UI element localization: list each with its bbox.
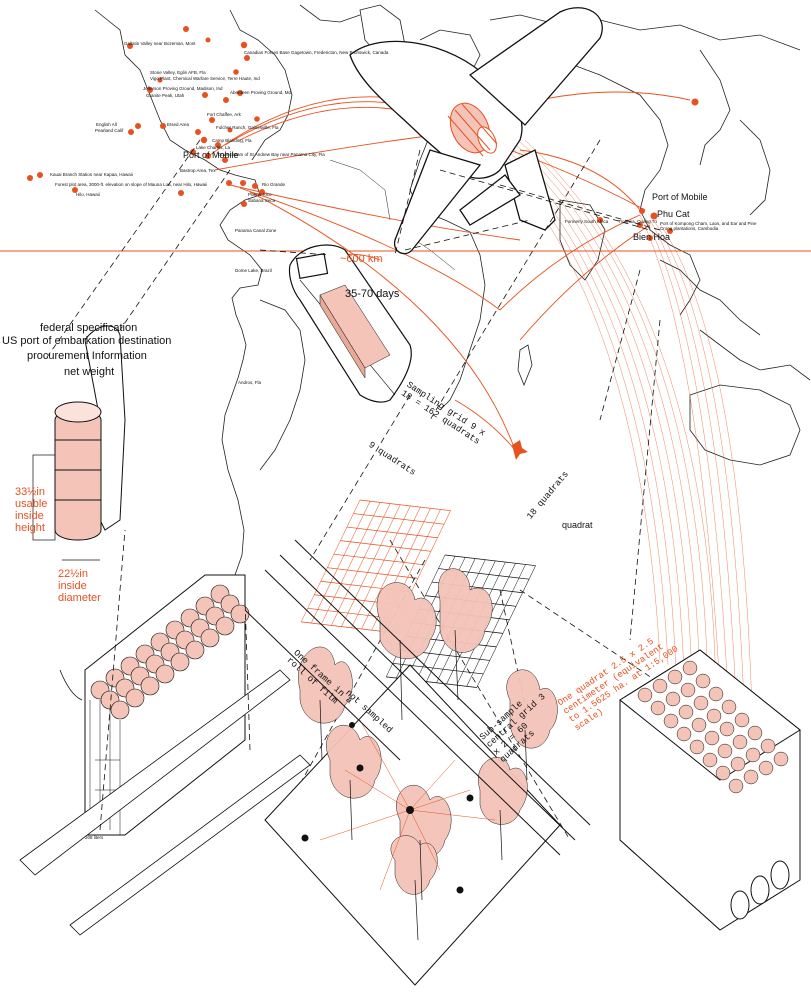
barrel-diameter: 22½in inside diameter [58,568,101,604]
label-andros: Andros, Fla [238,380,262,385]
label-blanding: Camp Blanding, Fla [212,138,252,143]
airplane [349,7,603,255]
label-bien-hoa: Bien Hoa [633,232,671,242]
grid-line [310,501,371,624]
label-port-mobile-left: Port of Mobile [183,150,239,160]
label-fulcher: Fulcher Ranch, Gainesville, Fla [216,125,279,130]
label-vigo: Vigo Plant, Chemical Warfare Service, Te… [150,76,260,81]
grid-line [333,553,425,566]
label-stone-valley: Stone Valley, Eglin AFB, Fla [150,70,206,75]
pallet-note: 208 liters [85,835,104,840]
label-hawaii-3: Hilo, Hawaii [76,192,100,197]
ship-containers [319,284,391,379]
grid-line [341,504,401,627]
barrel-note-3: procurement Information [27,350,147,362]
label-ship-duration: 35-70 days [345,288,400,300]
label-granite: Granite Peak, Utah [146,93,185,98]
grid-line [361,507,421,629]
grid-quadrat: quadrat [562,520,593,530]
label-ship-distance: ~600 km [340,253,383,265]
label-west-3: EIsed Area [167,122,190,127]
airplane-engine [447,102,498,157]
label-sabana: Sabana Seca [248,198,276,203]
label-lake-charles: Lake Charles, La [196,145,231,150]
grid-line [444,554,536,566]
label-gallatin: Gallatin Valley near Bozeman, Mont [124,41,196,46]
dashed-leaders [44,139,661,841]
sampling-grid [300,499,451,633]
label-west-1: English All [96,122,117,127]
label-panama-canal: Panama Canal Zone [235,228,277,233]
label-canada: Canadian Forces Base Gagetown, Frederict… [244,50,389,55]
label-hawaii-2: Forest plot area, 3000-ft. elevation on … [55,182,208,187]
label-laos: Port of Kompong Cham, Laos, and Ear and … [660,221,757,231]
barrel-note-4: net weight [64,366,115,378]
plane-marker [512,440,528,460]
film-strip [244,539,591,856]
label-small-asia: Tronhoa, Quang Tri [618,219,657,224]
label-jefferson: Jefferson Proving Ground, Madison, Ind [143,86,223,91]
grid-line [340,540,432,552]
barrel-pallet [19,574,311,936]
grid-line [300,499,361,622]
label-st-andrew: Downstream of St Andrew Bay near Panama … [218,152,325,157]
label-puerto-rico: Puerto Rico [248,192,272,197]
grid-line [476,565,536,688]
grid-line [327,567,419,579]
label-dome-lake: Dome Lake, Brazil [235,268,272,273]
barrel-note-1: federal specification [40,322,138,334]
grid-line [353,513,445,525]
site-markers [27,26,699,241]
label-bastrop: Bastrop Area, Tex [180,168,216,173]
grid-line [392,662,484,675]
label-rio-grande: Rio Grande [262,182,286,187]
label-aberdeen: Aberdeen Proving Ground, Md [230,90,292,95]
grid-line [346,526,438,539]
grid-line [301,621,392,633]
label-fort-chaffee: Fort Chaffee, Ark [207,112,241,117]
label-phu-cat: Phu Cat [657,209,690,219]
grid-line [466,564,526,687]
label-hawaii-1: Kauai Branch Station near Kapaa, Hawaii [50,172,133,177]
spray-arc-bundle [489,139,753,711]
forest-sample [264,568,561,986]
label-africa: Formerly South Africa [565,219,609,224]
label-port-mobile-asia: Port of Mobile [652,192,708,202]
grid-line [351,505,411,628]
barrel-note-2: US port of embarkation destination [2,335,172,347]
grid-line [321,502,381,625]
label-west-2: Pearland Calif [95,128,124,133]
grid-line [331,503,391,626]
truck-trailer [619,649,801,931]
grid-line [359,499,451,511]
barrel-diagram [32,325,126,561]
barrel-height: 33½in usable inside height [15,486,48,534]
